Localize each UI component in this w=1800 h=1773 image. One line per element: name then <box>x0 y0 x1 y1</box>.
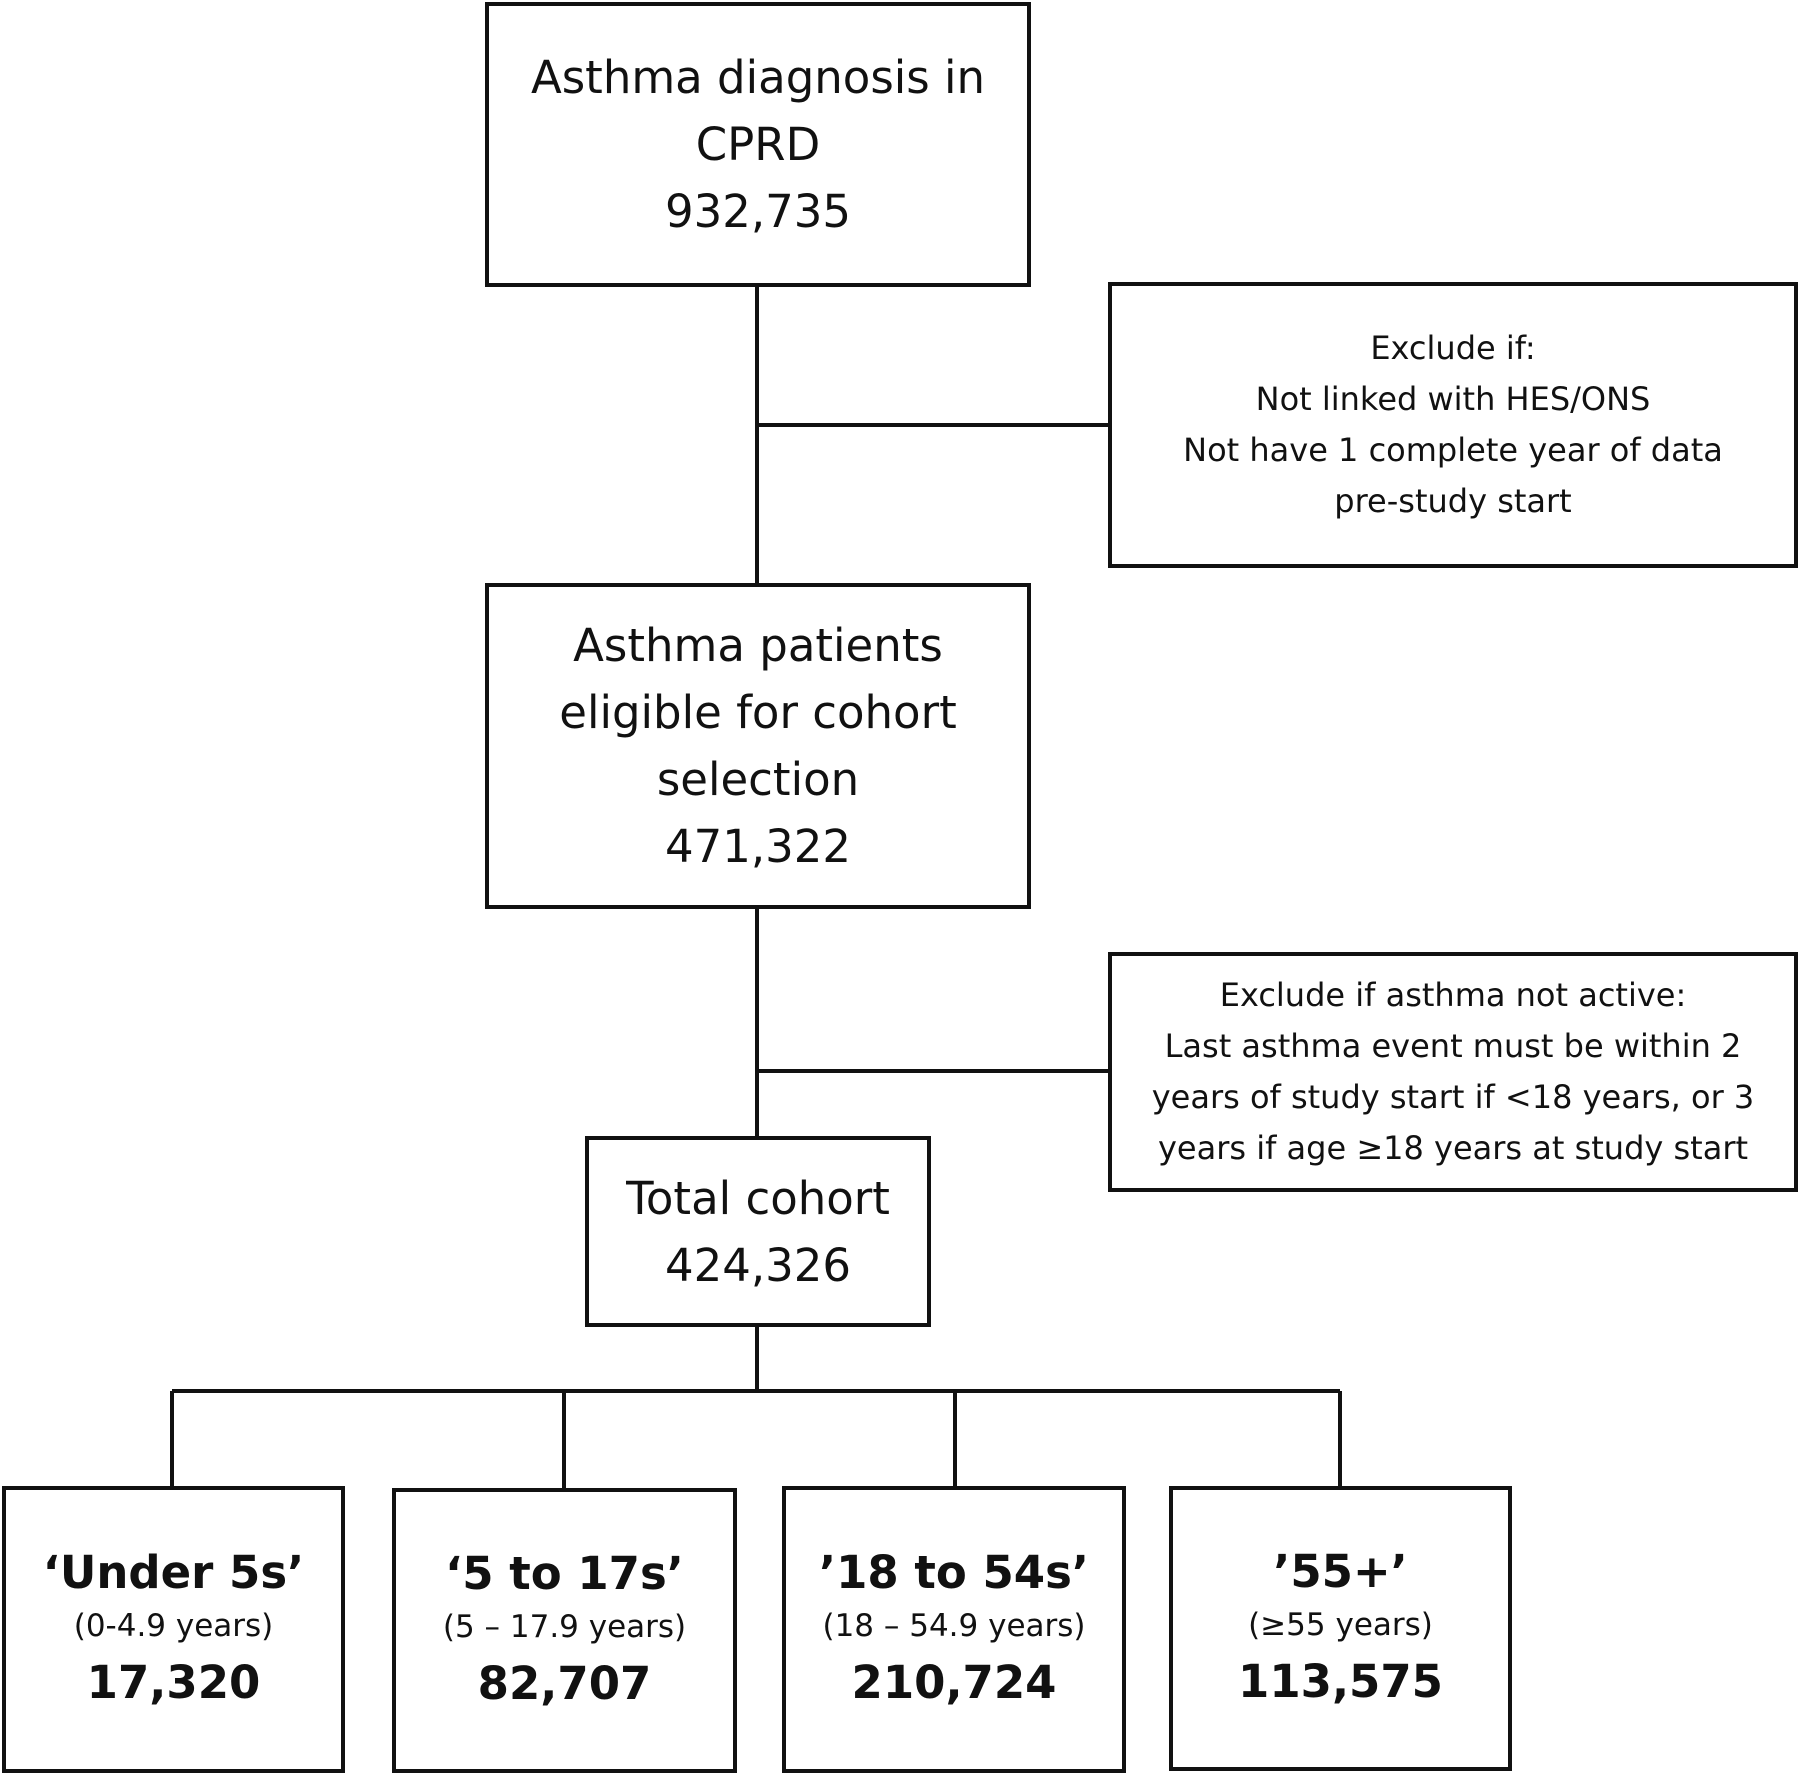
eligible-label-line3: selection <box>656 753 860 806</box>
exclusion-2-line2: years of study start if <18 years, or 3 <box>1151 1078 1755 1116</box>
exclusion-box-1: Exclude if: Not linked with HES/ONS Not … <box>1108 282 1798 568</box>
exclusion-1-line3: pre-study start <box>1334 482 1572 520</box>
eligible-box: Asthma patients eligible for cohort sele… <box>485 583 1031 909</box>
eligible-label-line1: Asthma patients <box>573 619 943 672</box>
group-box-55-plus: ’55+’ (≥55 years) 113,575 <box>1169 1486 1512 1771</box>
group-age-range: (≥55 years) <box>1248 1606 1433 1643</box>
group-age-range: (5 – 17.9 years) <box>442 1608 687 1645</box>
exclusion-2-line1: Last asthma event must be within 2 <box>1164 1027 1742 1065</box>
group-title: ‘5 to 17s’ <box>445 1546 684 1600</box>
start-count: 932,735 <box>664 185 852 238</box>
group-title: ‘Under 5s’ <box>42 1545 305 1599</box>
group-count: 210,724 <box>851 1655 1057 1709</box>
group-count: 82,707 <box>477 1656 652 1710</box>
start-label-line2: CPRD <box>695 118 821 171</box>
exclusion-1-heading: Exclude if: <box>1370 329 1536 367</box>
eligible-label-line2: eligible for cohort <box>559 686 957 739</box>
group-box-under-5s: ‘Under 5s’ (0-4.9 years) 17,320 <box>2 1486 345 1773</box>
total-cohort-label: Total cohort <box>626 1171 890 1225</box>
eligible-count: 471,322 <box>664 820 852 873</box>
group-title: ’55+’ <box>1273 1544 1408 1598</box>
group-age-range: (0-4.9 years) <box>73 1607 274 1644</box>
exclusion-1-line1: Not linked with HES/ONS <box>1255 380 1651 418</box>
group-age-range: (18 – 54.9 years) <box>822 1607 1086 1644</box>
start-label-line1: Asthma diagnosis in <box>530 51 986 104</box>
exclusion-2-heading: Exclude if asthma not active: <box>1219 976 1687 1014</box>
group-box-18-to-54s: ’18 to 54s’ (18 – 54.9 years) 210,724 <box>782 1486 1126 1773</box>
group-count: 113,575 <box>1238 1654 1443 1708</box>
exclusion-box-2: Exclude if asthma not active: Last asthm… <box>1108 952 1798 1192</box>
total-cohort-count: 424,326 <box>664 1238 852 1292</box>
exclusion-1-line2: Not have 1 complete year of data <box>1183 431 1723 469</box>
exclusion-2-line3: years if age ≥18 years at study start <box>1157 1129 1749 1167</box>
group-title: ’18 to 54s’ <box>819 1545 1089 1599</box>
start-box: Asthma diagnosis in CPRD 932,735 <box>485 2 1031 287</box>
group-box-5-to-17s: ‘5 to 17s’ (5 – 17.9 years) 82,707 <box>392 1488 737 1773</box>
total-cohort-box: Total cohort 424,326 <box>585 1136 931 1327</box>
group-count: 17,320 <box>86 1655 261 1709</box>
